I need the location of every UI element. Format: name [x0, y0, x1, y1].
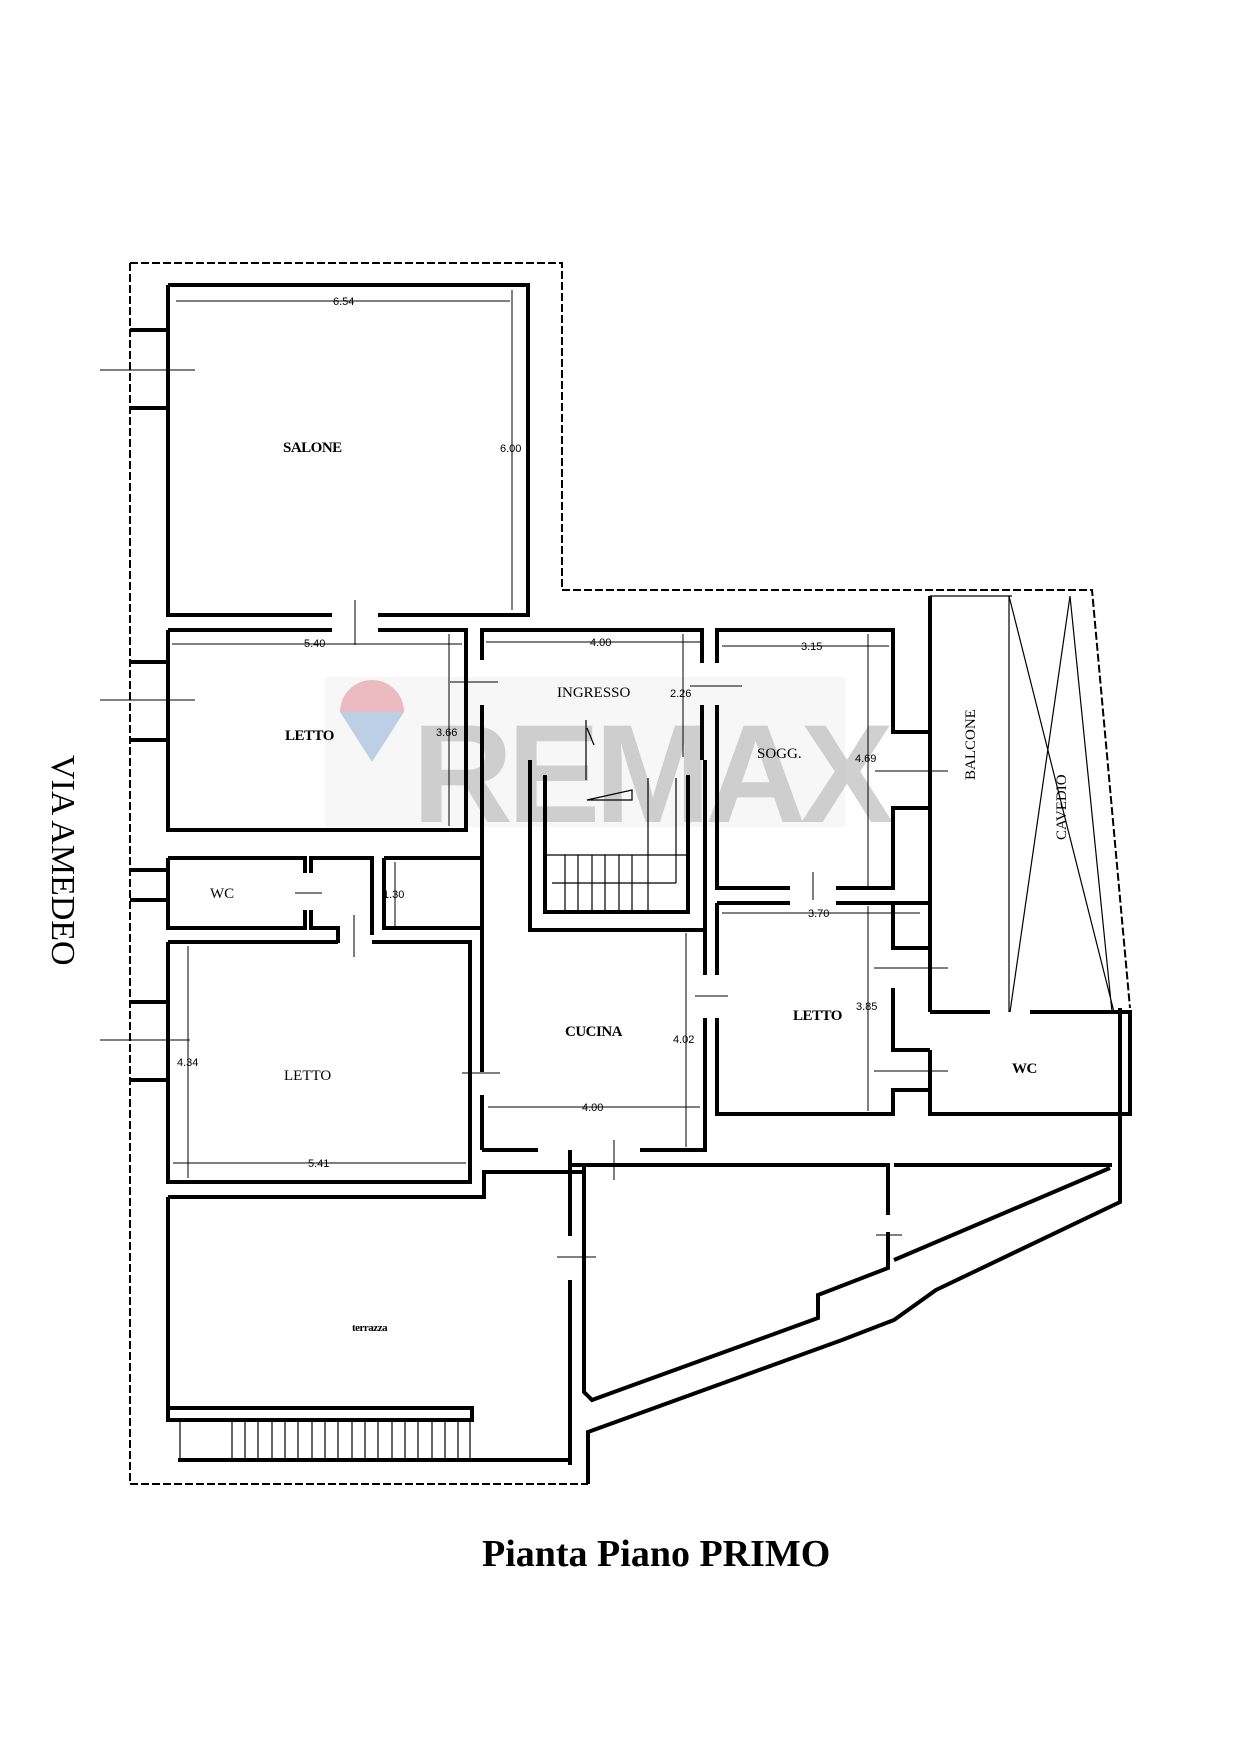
svg-text:4.02: 4.02: [673, 1034, 694, 1046]
svg-text:4.34: 4.34: [177, 1057, 198, 1069]
room-ingresso: INGRESSO 4.00 2.26: [450, 628, 742, 928]
room-label-soggiorno: SOGG.: [757, 746, 802, 762]
svg-text:4.00: 4.00: [590, 637, 611, 649]
room-letto-3: LETTO 3.70 3.85: [715, 872, 1132, 1116]
room-label-cucina: CUCINA: [565, 1024, 623, 1040]
room-label-terrazza: terrazza: [352, 1322, 388, 1334]
svg-text:1.30: 1.30: [383, 889, 404, 901]
room-soggiorno: SOGG. 3.15 4.69: [715, 600, 948, 890]
outer-boundary: [129, 262, 1131, 1485]
room-label-wc-2: WC: [1012, 1061, 1037, 1077]
room-cucina: CUCINA 4.02 4.00: [462, 928, 728, 1174]
svg-text:3.15: 3.15: [801, 641, 822, 653]
room-label-cavedio: CAVEDIO: [1054, 774, 1070, 840]
balcone-cavedio: BALCONE CAVEDIO: [928, 595, 1115, 1013]
room-label-wc-1: WC: [210, 886, 234, 902]
room-label-salone: SALONE: [283, 440, 342, 456]
room-label-letto-2: LETTO: [284, 1068, 331, 1084]
room-label-letto-3: LETTO: [793, 1008, 842, 1024]
svg-text:6.54: 6.54: [333, 296, 354, 308]
room-letto-1: LETTO 5.40 3.66: [100, 628, 468, 832]
room-salone: SALONE 6.54 6.00: [100, 283, 530, 645]
stairwell: [528, 720, 707, 932]
svg-text:5.41: 5.41: [308, 1158, 329, 1170]
svg-text:4.69: 4.69: [855, 753, 876, 765]
svg-text:4.00: 4.00: [582, 1102, 603, 1114]
svg-text:5.40: 5.40: [304, 638, 325, 650]
room-label-letto-1: LETTO: [285, 728, 334, 744]
plan-title: Pianta Piano PRIMO: [482, 1533, 830, 1575]
room-wc-2: WC: [1012, 1061, 1037, 1077]
svg-text:3.70: 3.70: [808, 908, 829, 920]
room-wc-1: WC 1.30: [130, 856, 482, 957]
svg-text:6.00: 6.00: [500, 443, 521, 455]
svg-text:3.85: 3.85: [856, 1001, 877, 1013]
remax-watermark-text: REMAX: [412, 695, 893, 852]
remax-watermark: REMAX: [325, 677, 899, 852]
remax-balloon-icon: [340, 680, 404, 712]
room-label-balcone: BALCONE: [963, 709, 979, 780]
room-terrazza: terrazza: [166, 1140, 1112, 1465]
room-letto-2: LETTO 4.34 5.41: [100, 940, 472, 1184]
room-label-ingresso: INGRESSO: [557, 685, 631, 701]
street-label: VIA AMEDEO: [44, 755, 81, 966]
svg-text:3.66: 3.66: [436, 727, 457, 739]
svg-text:2.26: 2.26: [670, 688, 691, 700]
